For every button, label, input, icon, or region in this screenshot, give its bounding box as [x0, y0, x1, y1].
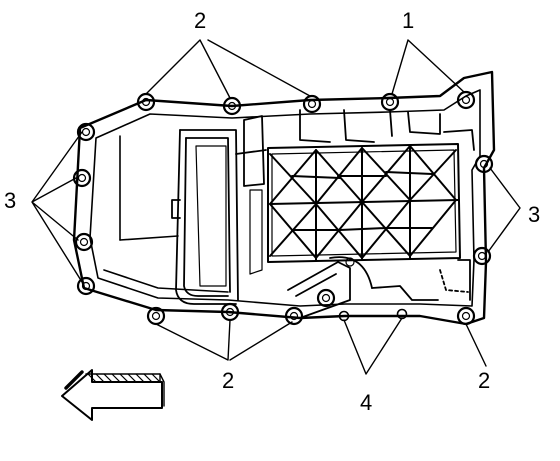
- bolt-left-3: [74, 232, 94, 252]
- callout-right: 3: [528, 202, 540, 227]
- bolt-left-2: [72, 168, 92, 188]
- callout-top-right: 1: [402, 8, 414, 33]
- leader-lines: [31, 39, 521, 375]
- bolt-top-5: [456, 90, 476, 110]
- callout-left: 3: [4, 188, 16, 213]
- leader-bottom-center: [155, 319, 293, 361]
- bolt-top-4: [380, 92, 400, 112]
- leader-bottom-right: [465, 323, 487, 367]
- windage-screen: [267, 143, 461, 263]
- callout-top-left: 2: [194, 8, 206, 33]
- leader-bottom-mid: [343, 317, 403, 375]
- callout-bottom-right: 2: [478, 368, 490, 393]
- direction-arrow-icon: [61, 369, 165, 421]
- callout-labels: 2 1 3 3 2 4 2: [4, 8, 540, 415]
- bolt-bottom-3: [284, 306, 304, 326]
- bolt-left-4: [76, 276, 96, 296]
- bolt-group-perimeter: [72, 90, 494, 326]
- callout-bottom-mid: 4: [360, 390, 372, 415]
- leader-right: [487, 167, 521, 253]
- baffle-channel: [171, 109, 475, 305]
- drain-bracket: [287, 256, 471, 319]
- pan-inner-outline: [89, 89, 481, 307]
- bolt-top-2: [222, 96, 242, 116]
- leader-top-left: [145, 39, 311, 99]
- bolt-top-3: [302, 94, 322, 114]
- bolt-bottom-right: [456, 306, 476, 326]
- bolt-drain: [316, 288, 336, 308]
- callout-bottom-center: 2: [222, 368, 234, 393]
- bolt-right-1: [474, 154, 494, 174]
- bolt-right-2: [472, 246, 492, 266]
- leader-top-right: [391, 39, 465, 95]
- leader-left: [31, 131, 83, 283]
